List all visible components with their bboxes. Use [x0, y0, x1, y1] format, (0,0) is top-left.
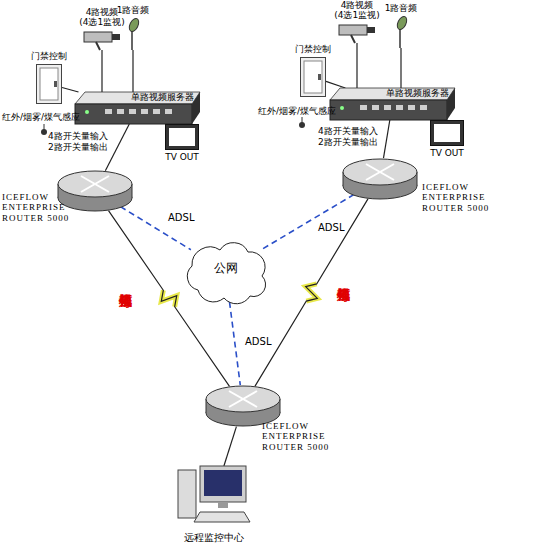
pc-shape: [178, 466, 250, 528]
sensor-symbol: [299, 117, 305, 128]
edge-label: ADSL: [245, 336, 271, 347]
node-label: 公网: [178, 262, 273, 276]
camera: 4路视频 (4选1监视): [82, 30, 122, 50]
annotation: 4路开关量输入 2路开关量输出: [48, 131, 118, 153]
adsl-link: [261, 194, 355, 250]
node-label: 门禁控制: [27, 51, 71, 61]
router-shape: [57, 170, 133, 212]
node-label: 远程监控中心: [174, 532, 254, 544]
video-server: 单路视频服务器: [330, 88, 455, 120]
mic-shape: [124, 18, 142, 50]
cable: [132, 50, 133, 92]
edge-label: 视频信号: [116, 282, 134, 286]
door-shape: [300, 57, 326, 97]
node-label: ICEFLOW ENTERPRISE ROUTER 5000: [422, 182, 506, 213]
node-label: TV OUT: [159, 152, 205, 162]
camera-shape: [337, 23, 377, 43]
cable: [101, 50, 102, 92]
door-controller: 门禁控制: [300, 57, 326, 97]
router-shape: [205, 385, 281, 427]
tv-monitor: TV OUT: [165, 124, 199, 150]
cable: [356, 43, 357, 88]
annotation: 红外/烟雾/煤气感应: [2, 112, 92, 123]
node-label: ICEFLOW ENTERPRISE ROUTER 5000: [2, 192, 86, 223]
node-label: TV OUT: [424, 148, 470, 158]
door-controller: 门禁控制: [36, 64, 62, 104]
camera: 4路视频 (4选1监视): [337, 23, 377, 43]
network-cloud: 公网: [178, 240, 273, 302]
node-label: 1路音频: [381, 3, 421, 13]
door-shape: [36, 64, 62, 104]
microphone: 1路音频: [392, 16, 410, 48]
node-label: 单路视频服务器: [131, 92, 199, 102]
video-link: [255, 199, 368, 386]
tv-monitor: TV OUT: [430, 120, 464, 146]
annotation: 4路开关量输入 2路开关量输出: [318, 126, 388, 148]
video-server: 单路视频服务器: [75, 92, 200, 124]
node-label: ICEFLOW ENTERPRISE ROUTER 5000: [262, 421, 346, 452]
node-label: 1路音频: [113, 5, 153, 15]
cable: [224, 427, 237, 466]
tv-shape: [165, 124, 199, 150]
node-label: 门禁控制: [291, 44, 335, 54]
cable: [326, 81, 345, 88]
router: ICEFLOW ENTERPRISE ROUTER 5000: [205, 385, 281, 427]
router-shape: [342, 158, 418, 200]
monitoring-pc: 远程监控中心: [178, 466, 250, 528]
mic-shape: [392, 16, 410, 48]
camera-shape: [82, 30, 122, 50]
router: ICEFLOW ENTERPRISE ROUTER 5000: [57, 170, 133, 212]
tv-shape: [430, 120, 464, 146]
node-label: 4路视频 (4选1监视): [329, 0, 385, 21]
cable: [105, 124, 129, 171]
annotation: 红外/烟雾/煤气感应: [258, 106, 348, 117]
node-label: 单路视频服务器: [386, 88, 454, 98]
router: ICEFLOW ENTERPRISE ROUTER 5000: [342, 158, 418, 200]
edge-label: ADSL: [318, 222, 344, 233]
cable: [383, 120, 389, 158]
sensor-symbol: [41, 124, 47, 135]
cable: [400, 48, 401, 88]
edge-label: ADSL: [168, 212, 194, 223]
cable: [62, 88, 79, 92]
microphone: 1路音频: [124, 18, 142, 50]
edge-label: 视频信号: [334, 276, 352, 280]
adsl-link: [230, 302, 241, 385]
